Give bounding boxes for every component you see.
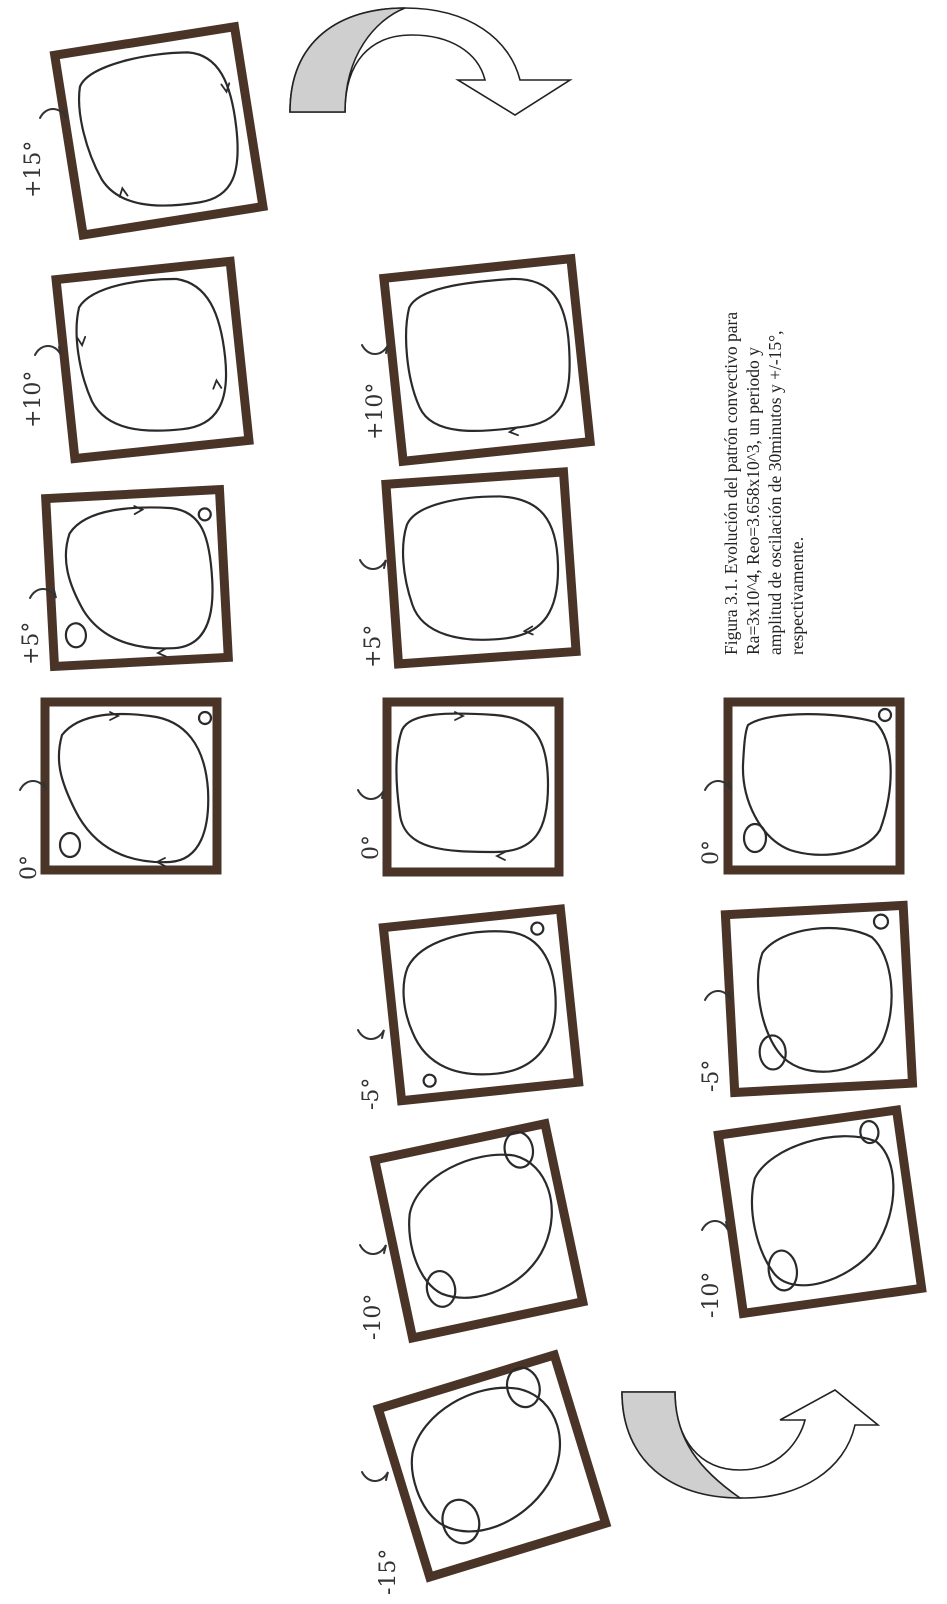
panel-row1-plus10deg bbox=[56, 261, 249, 458]
angle-label-row3-0: 0° bbox=[699, 840, 724, 865]
panel-row3-0deg bbox=[728, 702, 900, 870]
panel-row2-minus5deg bbox=[383, 909, 578, 1101]
angle-label-row3-minus10: -10° bbox=[699, 1272, 724, 1318]
rotation-curl-icon bbox=[362, 345, 388, 354]
curved-arrow-bottom bbox=[622, 1390, 878, 1498]
rotation-curl-icon bbox=[362, 1472, 388, 1481]
caption-line-1: Figura 3.1. Evolución del patrón convect… bbox=[720, 312, 742, 655]
panel-row2-plus10deg bbox=[384, 259, 590, 462]
rotation-curl-icon bbox=[35, 346, 61, 355]
caption-line-2: Ra=3x10^4, Reo=3.658x10^3, un periodo y bbox=[742, 312, 764, 655]
panel-row2-minus10deg bbox=[375, 1124, 583, 1338]
rotation-curl-icon bbox=[360, 1245, 386, 1254]
caption-line-3: amplitud de oscilación de 30minutos y +/… bbox=[764, 312, 786, 655]
angle-label-row1-5: +5° bbox=[19, 622, 44, 665]
angle-label-row1-0: 0° bbox=[17, 855, 42, 880]
angle-label-row1-15: +15° bbox=[21, 141, 46, 198]
panel-row3-minus5deg bbox=[725, 905, 912, 1092]
angle-label-row2-0: 0° bbox=[359, 835, 384, 860]
angle-label-row2-minus10: -10° bbox=[361, 1294, 386, 1340]
rotation-curl-icon bbox=[360, 560, 386, 569]
angle-label-row2-10: +10° bbox=[363, 383, 388, 440]
rotation-curl-icon bbox=[358, 790, 384, 799]
rotation-curl-icon bbox=[702, 1221, 728, 1230]
panel-row2-minus15deg bbox=[378, 1355, 605, 1577]
panel-row1-0deg bbox=[45, 702, 217, 870]
panel-row1-plus15deg bbox=[55, 27, 263, 235]
caption-line-4: respectivamente. bbox=[786, 312, 808, 655]
rotation-curl-icon bbox=[358, 1030, 384, 1039]
panel-row2-plus5deg bbox=[386, 472, 576, 664]
panel-row2-0deg bbox=[387, 702, 559, 872]
panel-row3-minus10deg bbox=[718, 1110, 921, 1313]
curved-arrow-top bbox=[290, 8, 570, 115]
angle-label-row1-10: +10° bbox=[21, 371, 46, 428]
angle-label-row2-minus15: -15° bbox=[376, 1549, 401, 1595]
figure-caption: Figura 3.1. Evolución del patrón convect… bbox=[720, 312, 808, 655]
panel-row1-plus5deg bbox=[46, 490, 229, 667]
angle-label-row3-minus5: -5° bbox=[699, 1060, 724, 1092]
angle-label-row2-5: +5° bbox=[361, 625, 386, 668]
angle-label-row2-minus5: -5° bbox=[359, 1078, 384, 1110]
